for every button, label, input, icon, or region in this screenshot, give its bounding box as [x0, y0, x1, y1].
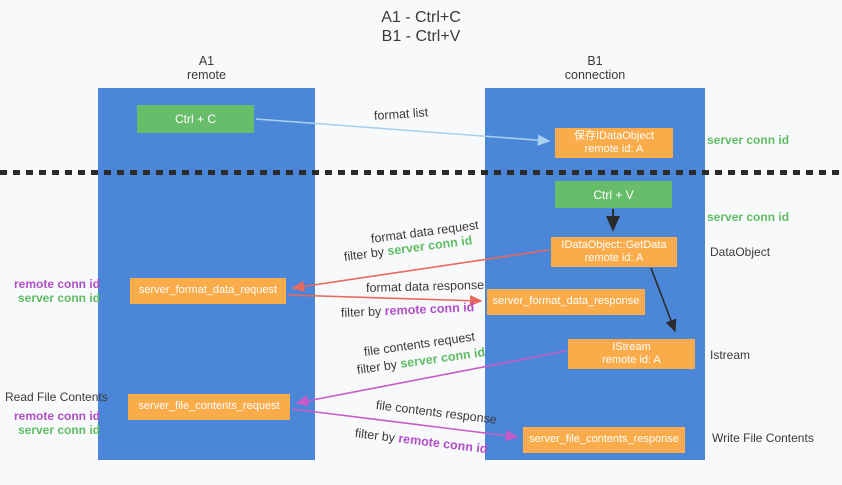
server-conn-id-text: server conn id	[17, 291, 100, 305]
node-server-file-contents-response-label: server_file_contents_response	[529, 433, 679, 446]
dotted-separator-line	[0, 170, 842, 175]
arrow-format-data-response	[287, 294, 483, 307]
node-istream-line2: remote id: A	[602, 354, 661, 366]
arrow-file-contents-request	[295, 350, 567, 407]
lane-header-a1: A1 remote	[98, 54, 315, 82]
node-ctrl-v-label: Ctrl + V	[593, 187, 634, 202]
diagram-title: A1 - Ctrl+C B1 - Ctrl+V	[0, 8, 842, 46]
label-server-conn-id-right-mid: server conn id	[707, 210, 790, 224]
arrow-file-contents-response	[291, 408, 519, 442]
node-save-idataobject: 保存IDataObject remote id: A	[555, 128, 673, 158]
remote-conn-id-text: remote conn id	[13, 277, 100, 291]
node-server-format-data-request-label: server_format_data_request	[138, 284, 278, 297]
lane-header-b1: B1 connection	[485, 54, 705, 82]
remote-conn-id-text: remote conn id	[13, 409, 100, 423]
filter-by-text: filter by	[340, 304, 382, 320]
label-conn-id-pair-left-2: remote conn id server conn id	[0, 409, 100, 437]
node-server-file-contents-response: server_file_contents_response	[523, 427, 685, 453]
node-server-file-contents-request: server_file_contents_request	[128, 394, 290, 420]
node-istream: IStream remote id: A	[568, 339, 695, 369]
lane-a1-subtitle: remote	[187, 67, 226, 82]
label-istream: Istream	[710, 348, 751, 362]
server-conn-id-text: server conn id	[17, 423, 100, 437]
label-server-conn-id-right-top: server conn id	[707, 133, 790, 147]
node-server-format-data-response-label: server_format_data_response	[492, 295, 640, 308]
node-ctrl-c-label: Ctrl + C	[174, 112, 216, 126]
node-idataobject-getdata-line2: remote id: A	[584, 252, 644, 264]
label-conn-id-pair-left-1: remote conn id server conn id	[0, 277, 100, 305]
node-idataobject-getdata: IDataObject::GetData remote id: A	[551, 237, 677, 267]
title-line-1: A1 - Ctrl+C	[381, 9, 461, 26]
node-server-format-data-request: server_format_data_request	[130, 278, 286, 304]
node-ctrl-c: Ctrl + C	[137, 105, 254, 133]
node-save-idataobject-line2: remote id: A	[584, 143, 644, 155]
node-server-format-data-response: server_format_data_response	[487, 289, 645, 315]
arrow-format-data-request	[291, 249, 550, 292]
node-save-idataobject-line1: 保存IDataObject	[573, 129, 655, 142]
label-dataobject: DataObject	[710, 245, 771, 259]
arrow-format-list	[255, 118, 551, 146]
node-server-file-contents-request-label: server_file_contents_request	[138, 400, 280, 413]
node-idataobject-getdata-line1: IDataObject::GetData	[561, 238, 667, 251]
title-line-2: B1 - Ctrl+V	[381, 28, 461, 45]
node-ctrl-v: Ctrl + V	[555, 181, 672, 208]
arrow-getdata-to-istream	[650, 267, 677, 333]
lane-b1-subtitle: connection	[564, 67, 626, 82]
lane-a1-name: A1	[198, 54, 215, 68]
lane-b1-name: B1	[587, 54, 603, 68]
node-istream-line1: IStream	[612, 340, 651, 353]
label-read-file-contents: Read File Contents	[5, 390, 108, 404]
label-write-file-contents: Write File Contents	[712, 431, 814, 445]
